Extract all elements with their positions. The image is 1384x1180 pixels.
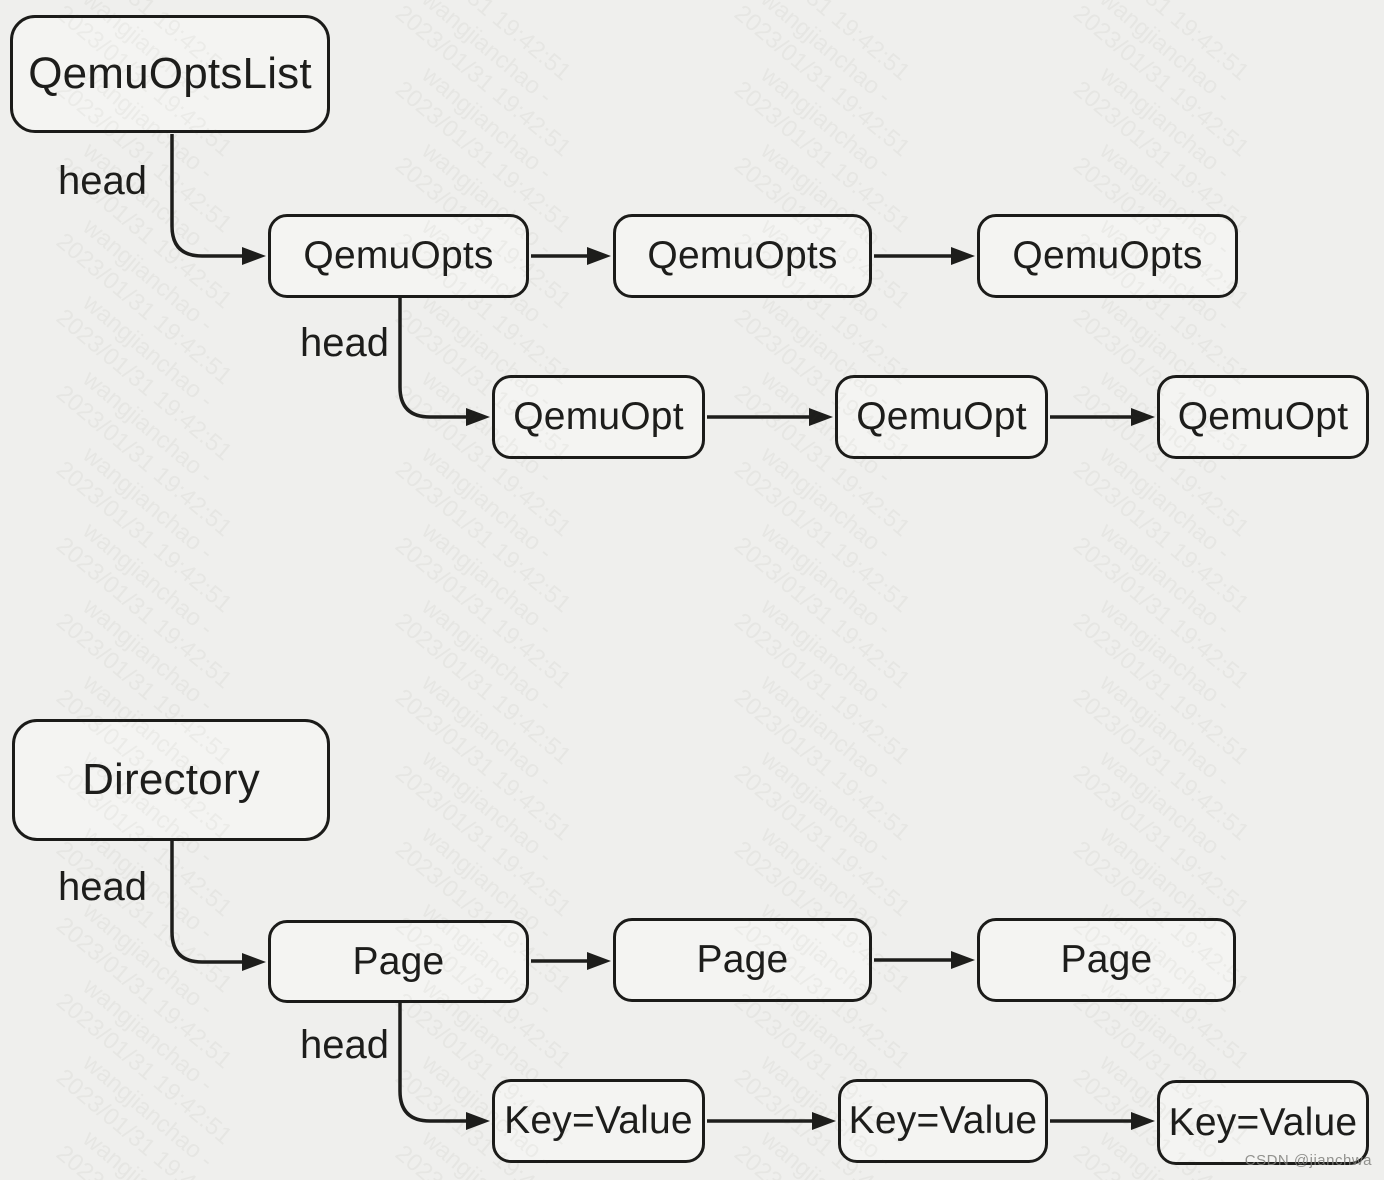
- node-label: Key=Value: [1168, 1100, 1358, 1144]
- node-directory: Directory: [12, 719, 330, 841]
- arrow-qemuopts-1-2: [531, 247, 611, 265]
- arrow-qemuoptslist-head: [170, 134, 266, 265]
- edge-label-head-top-1: head: [58, 159, 147, 203]
- node-page-3: Page: [977, 918, 1236, 1002]
- node-qemuopt-3: QemuOpt: [1157, 375, 1369, 459]
- node-label: QemuOpts: [303, 234, 494, 277]
- node-keyvalue-1: Key=Value: [492, 1079, 705, 1163]
- node-keyvalue-3: Key=Value: [1157, 1080, 1369, 1165]
- arrow-page-head: [398, 1003, 490, 1130]
- node-label: Key=Value: [504, 1099, 693, 1142]
- node-label: Page: [696, 938, 789, 981]
- edge-label-head-bottom-2: head: [300, 1023, 389, 1067]
- node-qemuopt-2: QemuOpt: [835, 375, 1048, 459]
- edge-label-head-bottom-1: head: [58, 865, 147, 909]
- node-label: QemuOpts: [1012, 234, 1203, 277]
- node-label: QemuOpts: [647, 234, 838, 277]
- arrow-keyvalue-2-3: [1050, 1112, 1155, 1130]
- node-label: QemuOpt: [856, 395, 1027, 438]
- node-qemuopts-1: QemuOpts: [268, 214, 529, 298]
- node-qemuopts-3: QemuOpts: [977, 214, 1238, 298]
- node-qemuoptslist: QemuOptsList: [10, 15, 330, 133]
- node-page-2: Page: [613, 918, 872, 1002]
- node-label: Key=Value: [848, 1099, 1038, 1142]
- node-label: QemuOpt: [1177, 395, 1349, 438]
- node-label: QemuOpt: [513, 395, 684, 438]
- node-qemuopt-1: QemuOpt: [492, 375, 705, 459]
- arrow-keyvalue-1-2: [707, 1112, 836, 1130]
- node-label: Page: [1060, 938, 1153, 981]
- edge-label-head-top-2: head: [300, 321, 389, 365]
- node-qemuopts-2: QemuOpts: [613, 214, 872, 298]
- node-label: Page: [352, 939, 445, 983]
- arrow-qemuopts-head: [398, 297, 490, 426]
- arrow-qemuopts-2-3: [874, 247, 975, 265]
- arrow-qemuopt-2-3: [1050, 408, 1155, 426]
- arrow-page-2-3: [874, 951, 975, 969]
- node-label: Directory: [82, 755, 260, 804]
- arrow-directory-head: [170, 841, 266, 971]
- node-page-1: Page: [268, 920, 529, 1003]
- arrow-page-1-2: [531, 952, 611, 970]
- arrow-qemuopt-1-2: [707, 408, 833, 426]
- node-label: QemuOptsList: [28, 49, 312, 98]
- node-keyvalue-2: Key=Value: [838, 1079, 1048, 1163]
